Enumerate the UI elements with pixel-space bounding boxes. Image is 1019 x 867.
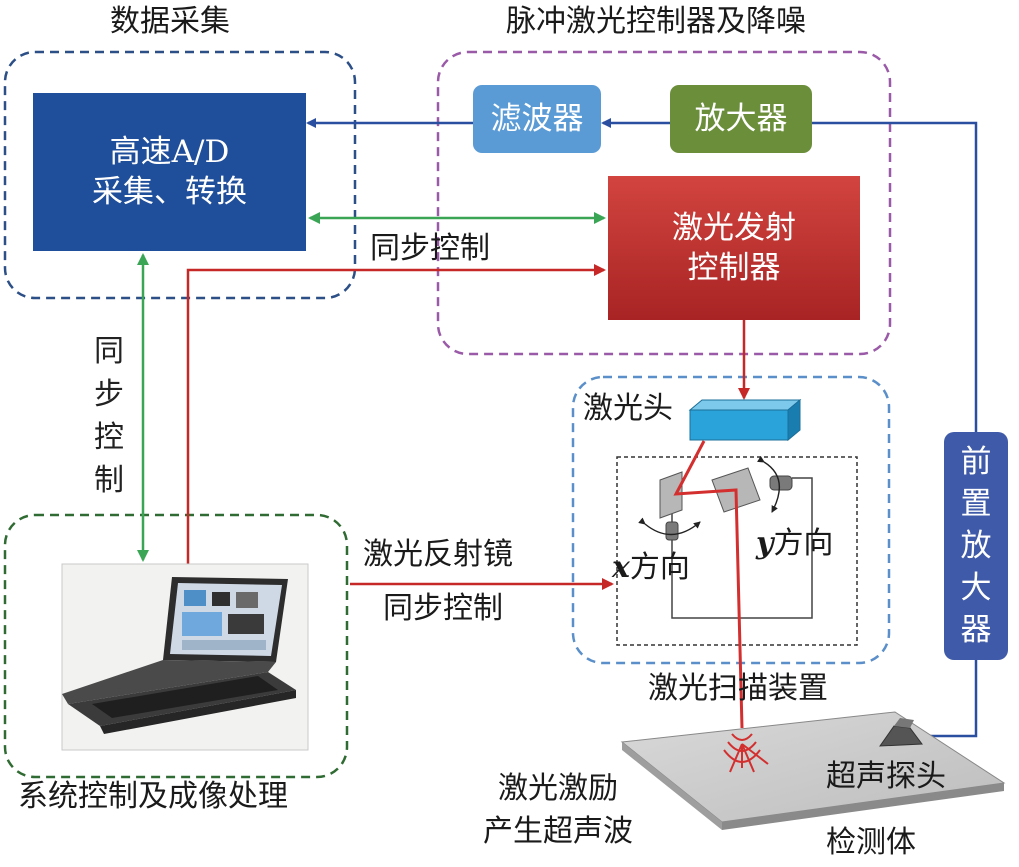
signal-line-probe-preamp <box>922 660 978 738</box>
group-scanner <box>571 375 891 665</box>
scanner-inner-frame <box>616 456 858 646</box>
sync-char: 同 <box>94 334 124 369</box>
laser-beam <box>673 440 744 729</box>
title-data-acquisition: 数据采集 <box>110 4 230 39</box>
laser-controller-line2: 控制器 <box>687 250 781 286</box>
amplifier-label: 放大器 <box>694 101 788 137</box>
sync-char: 控 <box>94 420 124 455</box>
sync-control-label: 同步控制 <box>370 231 490 266</box>
mirror-sync-label-line2: 同步控制 <box>383 591 503 626</box>
preamp-char: 置 <box>960 486 992 522</box>
probe-label: 超声探头 <box>826 759 946 794</box>
adc-block <box>33 93 306 251</box>
scanner-support <box>671 477 813 619</box>
preamp-char: 前 <box>960 444 992 480</box>
x-direction-text: 方向 <box>629 550 690 585</box>
excitation-label-line1: 激光激励 <box>498 771 618 806</box>
preamp-label: 前 置 放 大 器 <box>944 432 1008 660</box>
group-system-control <box>3 513 349 779</box>
preamp-block <box>944 432 1008 660</box>
sync-char: 步 <box>94 377 124 412</box>
laser-head-icon <box>688 398 802 442</box>
ultrasonic-wave-icon <box>723 733 769 773</box>
adc-label-line1: 高速A/D <box>109 134 230 170</box>
control-arrow-computer-laser <box>186 264 606 565</box>
adc-label-line2: 采集、转换 <box>92 174 247 210</box>
preamp-char: 放 <box>960 528 992 564</box>
adc-label: 高速A/D 采集、转换 <box>33 93 306 251</box>
title-system-control: 系统控制及成像处理 <box>18 779 288 814</box>
excitation-label-line2: 产生超声波 <box>483 814 633 849</box>
sync-char: 制 <box>94 463 124 498</box>
signal-line-preamp-amplifier <box>812 121 978 432</box>
laptop-icon <box>61 563 309 751</box>
y-direction-label: y方向 <box>756 527 833 561</box>
x-direction-label: x方向 <box>612 551 690 585</box>
filter-label: 滤波器 <box>490 101 584 137</box>
amplifier-block <box>670 85 812 153</box>
title-scanner: 激光扫描装置 <box>648 671 828 706</box>
laser-controller-label: 激光发射 控制器 <box>608 176 860 320</box>
title-laser-control: 脉冲激光控制器及降噪 <box>506 4 806 39</box>
mirror-x-icon <box>638 471 701 541</box>
specimen-label: 检测体 <box>826 825 916 860</box>
group-laser-control <box>436 50 892 356</box>
specimen-plate <box>620 711 1006 830</box>
mirror-sync-label-line1: 激光反射镜 <box>363 537 513 572</box>
y-variable: y <box>756 526 774 561</box>
mirror-y-icon <box>711 455 793 513</box>
laser-controller-line1: 激光发射 <box>672 210 796 246</box>
sync-control-vertical-label: 同 步 控 制 <box>92 330 126 502</box>
x-variable: x <box>612 550 630 585</box>
preamp-char: 大 <box>960 570 992 606</box>
y-direction-text: 方向 <box>773 526 834 561</box>
probe-icon <box>879 718 923 747</box>
filter-block <box>473 85 601 153</box>
laser-controller-block <box>608 176 860 320</box>
laser-head-label: 激光头 <box>583 391 673 426</box>
preamp-char: 器 <box>960 612 992 648</box>
